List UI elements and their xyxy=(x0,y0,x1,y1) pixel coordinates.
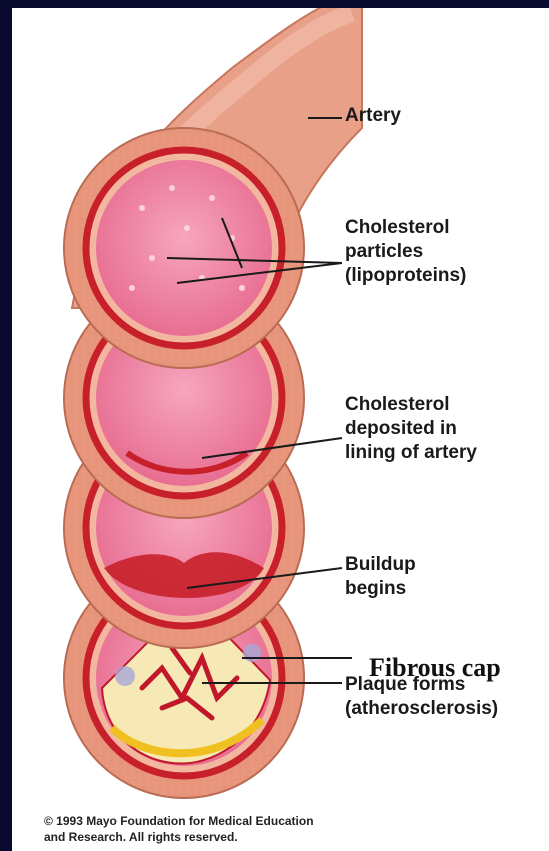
label-buildup: Buildup begins xyxy=(345,553,416,601)
cross-section-particles xyxy=(64,128,304,368)
label-plaque-forms: Plaque forms (atherosclerosis) xyxy=(345,673,498,721)
label-cholesterol-particles: Cholesterol particles (lipoproteins) xyxy=(345,216,466,288)
copyright-notice: © 1993 Mayo Foundation for Medical Educa… xyxy=(44,813,314,845)
label-artery: Artery xyxy=(345,104,401,128)
label-cholesterol-deposited: Cholesterol deposited in lining of arter… xyxy=(345,393,477,465)
diagram-frame: Artery Cholesterol particles (lipoprotei… xyxy=(12,8,549,851)
